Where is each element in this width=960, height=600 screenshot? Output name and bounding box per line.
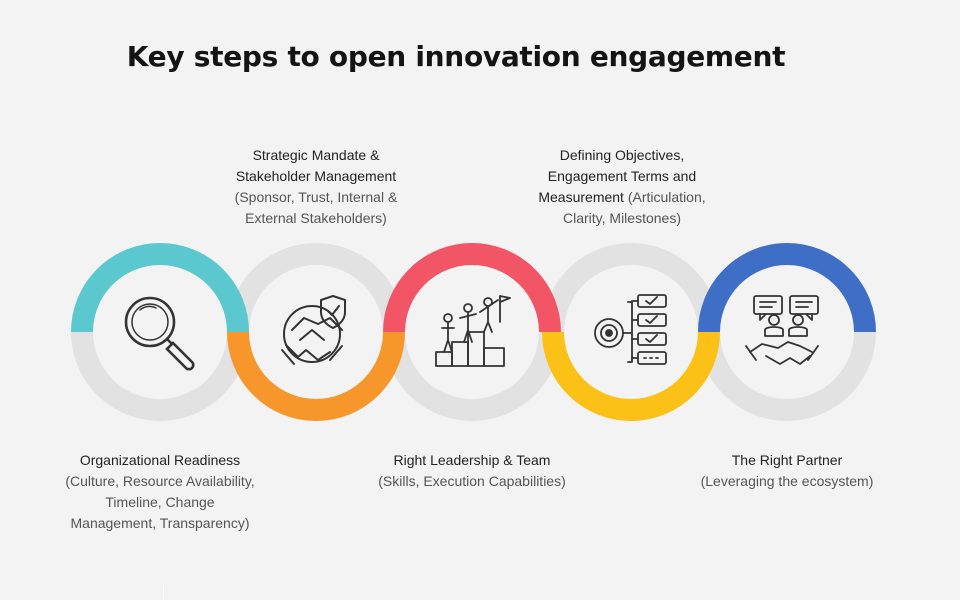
step-1-detail-line-3: Management, Transparency) — [70, 515, 250, 531]
arc-orange — [227, 331, 405, 421]
arc-red — [383, 243, 561, 333]
step-4-detail-inline: (Articulation, — [627, 189, 706, 205]
step-3-heading: Right Leadership & Team — [393, 452, 551, 468]
arc-yellow — [542, 331, 720, 421]
team-climbing-icon — [435, 295, 511, 367]
step-2-detail-line-1: (Sponsor, Trust, Internal & — [234, 189, 398, 205]
step-1-heading: Organizational Readiness — [79, 452, 241, 468]
handshake-shield-icon — [281, 295, 346, 365]
step-4-heading-line-1: Defining Objectives, — [559, 147, 685, 163]
magnifier-icon — [124, 296, 195, 371]
arc-blue — [698, 243, 876, 333]
page-title: Key steps to open innovation engagement — [126, 40, 786, 73]
step-label-right-partner: The Right Partner (Leveraging the ecosys… — [667, 450, 907, 492]
arc-teal — [71, 243, 249, 333]
step-1-detail-line-2: Timeline, Change — [105, 494, 215, 510]
step-label-defining-objectives: Defining Objectives, Engagement Terms an… — [502, 145, 742, 229]
partner-handshake-icon — [745, 295, 819, 365]
step-label-right-leadership: Right Leadership & Team (Skills, Executi… — [352, 450, 592, 492]
target-checklist-icon — [594, 294, 667, 365]
step-2-heading-line-2: Stakeholder Management — [235, 168, 397, 184]
bottom-divider — [163, 585, 164, 600]
step-4-detail-line-1: Clarity, Milestones) — [563, 210, 681, 226]
step-1-detail-line-1: (Culture, Resource Availability, — [65, 473, 255, 489]
step-label-strategic-mandate: Strategic Mandate & Stakeholder Manageme… — [196, 145, 436, 229]
step-4-heading-line-2: Engagement Terms and — [547, 168, 697, 184]
step-4-heading-line-3: Measurement — [538, 189, 624, 205]
step-3-detail-line-1: (Skills, Execution Capabilities) — [378, 473, 566, 489]
step-label-organizational-readiness: Organizational Readiness (Culture, Resou… — [40, 450, 280, 534]
step-2-heading-line-1: Strategic Mandate & — [252, 147, 380, 163]
step-5-detail-line-1: (Leveraging the ecosystem) — [700, 473, 874, 489]
step-5-heading: The Right Partner — [731, 452, 843, 468]
step-2-detail-line-2: External Stakeholders) — [245, 210, 387, 226]
